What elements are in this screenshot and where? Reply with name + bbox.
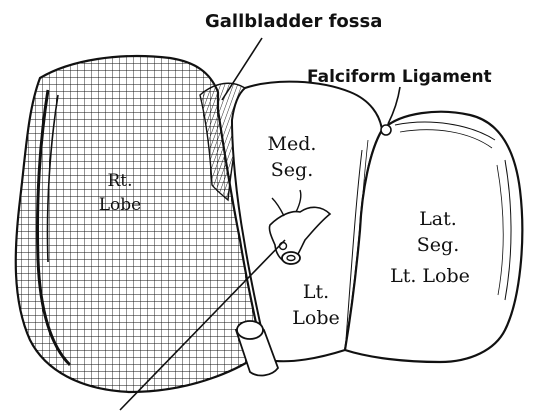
- lat-seg-label-line1: Lat.: [419, 208, 457, 230]
- rt-lobe-label-line1: Rt.: [107, 171, 132, 191]
- lt-lobe-label-line2: Lobe: [292, 307, 339, 329]
- falciform-ligament: [381, 125, 391, 135]
- lt-lobe-right-label: Lt. Lobe: [390, 265, 470, 287]
- rt-lobe-label-line2: Lobe: [99, 195, 141, 215]
- med-seg-label-line2: Seg.: [271, 159, 313, 181]
- lt-lobe-label-line1: Lt.: [303, 281, 329, 303]
- falciform-ligament-label: Falciform Ligament: [307, 67, 492, 87]
- gallbladder-fossa-label: Gallbladder fossa: [205, 11, 382, 32]
- med-seg-label-line1: Med.: [268, 133, 317, 155]
- lat-seg-label-line2: Seg.: [417, 234, 459, 256]
